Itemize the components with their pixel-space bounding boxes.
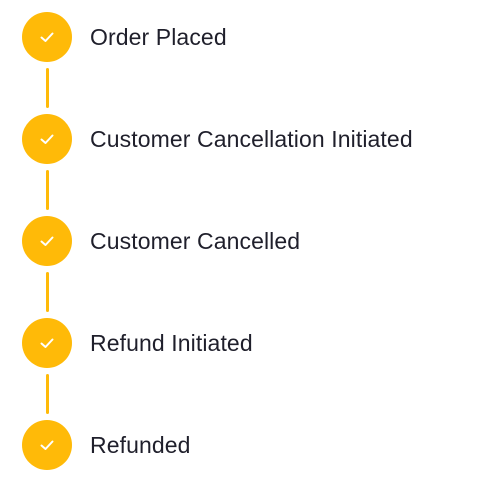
timeline-connector xyxy=(46,68,49,108)
timeline-step-customer-cancelled: Customer Cancelled xyxy=(22,216,300,266)
timeline-step-order-placed: Order Placed xyxy=(22,12,227,62)
check-icon xyxy=(38,436,56,454)
step-label: Refund Initiated xyxy=(90,329,253,356)
step-status-dot xyxy=(22,420,72,470)
step-status-dot xyxy=(22,318,72,368)
timeline-step-customer-cancellation-initiated: Customer Cancellation Initiated xyxy=(22,114,413,164)
step-label: Refunded xyxy=(90,431,191,458)
step-label: Order Placed xyxy=(90,23,227,50)
timeline-connector xyxy=(46,170,49,210)
check-icon xyxy=(38,232,56,250)
check-icon xyxy=(38,334,56,352)
timeline-connector xyxy=(46,374,49,414)
check-icon xyxy=(38,28,56,46)
timeline-step-refunded: Refunded xyxy=(22,420,191,470)
timeline-connector xyxy=(46,272,49,312)
step-status-dot xyxy=(22,114,72,164)
check-icon xyxy=(38,130,56,148)
step-label: Customer Cancelled xyxy=(90,227,301,254)
step-status-dot xyxy=(22,12,72,62)
step-status-dot xyxy=(22,216,72,266)
timeline-step-refund-initiated: Refund Initiated xyxy=(22,318,253,368)
step-label: Customer Cancellation Initiated xyxy=(90,125,413,152)
